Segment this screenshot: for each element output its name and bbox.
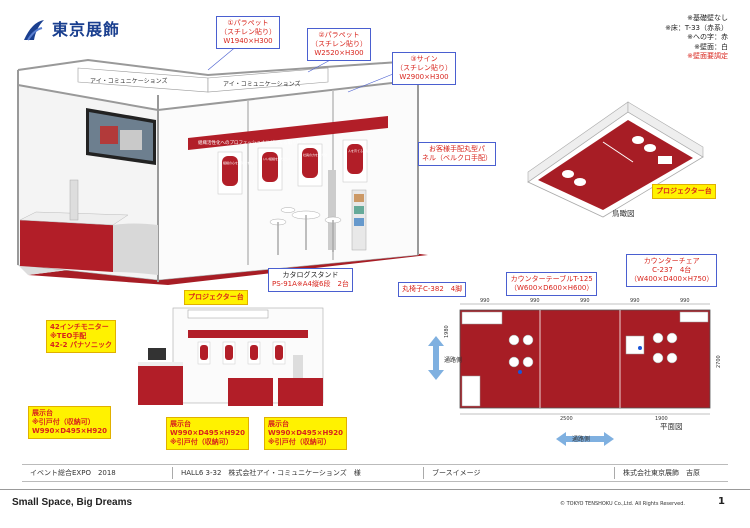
- fascia-panel-2: [207, 67, 329, 93]
- copyright: © TOKYO TENSHOKU Co.,Ltd. All Rights Res…: [560, 501, 685, 507]
- note-line: ※への字：赤: [687, 33, 728, 41]
- floor-plan: 990 990 990 990 990 2500 1900 1980 2700: [444, 298, 722, 422]
- spec-notes: ※基礎壁なし ※床：T-33（赤系） ※への字：赤 ※壁面：白 ※壁面要調定: [665, 14, 728, 62]
- counter-table-set: [269, 207, 342, 255]
- round-panel: 人を育てる仕組み: [342, 139, 372, 183]
- leaflet-stand: [69, 179, 79, 221]
- fascia-label: アイ・コミュニケーションズ: [90, 77, 167, 85]
- dim-top: 990: [530, 298, 540, 304]
- callout-projector-top: プロジェクター台: [652, 184, 716, 199]
- dim-bottom: 1900: [655, 416, 668, 422]
- panel-text: いい組織を作りたい: [263, 156, 290, 161]
- footer-event: イベント総合EXPO 2018: [30, 469, 116, 477]
- projector-stand: [328, 170, 336, 250]
- footer-title: ブースイメージ: [432, 469, 481, 477]
- callout-round-panel: お客様手配丸型パ ネル（ベルクロ手配）: [418, 142, 496, 166]
- note-line: ※基礎壁なし: [687, 14, 728, 22]
- callout-counter-chair: カウンターチェア C-237 4台 （W400×D400×H750）: [626, 254, 718, 287]
- booth-perspective-front: [138, 307, 324, 406]
- round-panel: いい組織を作りたい: [257, 147, 290, 191]
- callout-stand-left: 展示台 ※引戸付（収納可） W990×D495×H920: [28, 406, 111, 439]
- dim-top: 990: [580, 298, 590, 304]
- panel-text: 人を育てる仕組み: [348, 148, 372, 153]
- callout-projector-mid: プロジェクター台: [184, 290, 248, 305]
- footer-info-table: イベント総合EXPO 2018 HALL6 3-32 株式会社アイ・コミュニケー…: [22, 464, 728, 482]
- callout-catalog-stand: カタログスタンド PS-91A※A4縦6段 2台: [268, 268, 353, 292]
- callout-parapet-2: ②パラペット （スチレン貼り） W2520×H300: [307, 28, 371, 61]
- aisle-label-left: 通路側: [444, 357, 463, 364]
- callout-monitor: 42インチモニター ※TEO手配 42-2 パナソニック: [46, 320, 116, 353]
- dim-top: 990: [680, 298, 690, 304]
- panel-text: 社員の力を最大化: [303, 152, 327, 157]
- dim-right: 2700: [716, 355, 722, 368]
- company-logo-text: 東京展飾: [52, 20, 121, 39]
- dim-top: 990: [480, 298, 490, 304]
- footer-hall: HALL6 3-32 株式会社アイ・コミュニケーションズ 様: [181, 469, 361, 477]
- aerial-caption: 鳥瞰図: [612, 209, 635, 218]
- panel-text: 組織の心を元気にする: [223, 160, 253, 165]
- callout-stand-mid: 展示台 W990×D495×H920 ※引戸付（収納可）: [166, 417, 249, 450]
- note-line: ※壁面：白: [694, 42, 728, 51]
- plan-caption: 平面図: [660, 422, 683, 431]
- callout-stand-right: 展示台 W990×D495×H920 ※引戸付（収納可）: [264, 417, 347, 450]
- back-wall-banner: [188, 116, 388, 150]
- dim-left: 1980: [444, 325, 450, 338]
- round-panel: 組織の心を元気にする: [217, 151, 253, 195]
- round-panel: 社員の力を最大化: [297, 143, 327, 187]
- callout-counter-table: カウンターテーブルT-125 （W600×D600×H600）: [506, 272, 598, 296]
- note-line: ※床：T-33（赤系）: [665, 23, 728, 32]
- aisle-label-bottom: 通路側: [572, 436, 591, 443]
- aerial-view: [527, 101, 704, 218]
- page-number: 1: [718, 496, 725, 507]
- banner-text: 組織活性化へのプロフェッショナルがつくる取り組み: [198, 139, 306, 146]
- dim-bottom: 2500: [560, 416, 573, 422]
- callout-round-chair: 丸椅子C-382 4脚: [398, 282, 467, 297]
- booth-perspective: アイ・コミュニケーションズ アイ・コミュニケーションズ 組織活性化へのプロフェッ…: [17, 40, 429, 285]
- tagline: Small Space, Big Dreams: [12, 497, 133, 508]
- fascia-label-2: アイ・コミュニケーションズ: [223, 80, 300, 88]
- aisle-arrow-horizontal-icon: [556, 432, 614, 446]
- callout-sign-3: ③サイン （スチレン貼り） W2900×H300: [392, 52, 456, 85]
- footer-company: 株式会社東京展飾 吉原: [623, 469, 700, 477]
- footer-divider: [0, 489, 750, 490]
- note-line: ※壁面要調定: [687, 52, 728, 60]
- company-logo-icon: [24, 20, 44, 41]
- callout-parapet-1: ①パラペット （スチレン貼り） W1940×H300: [216, 16, 280, 49]
- dim-top: 990: [630, 298, 640, 304]
- aisle-arrow-vertical-icon: [428, 336, 444, 380]
